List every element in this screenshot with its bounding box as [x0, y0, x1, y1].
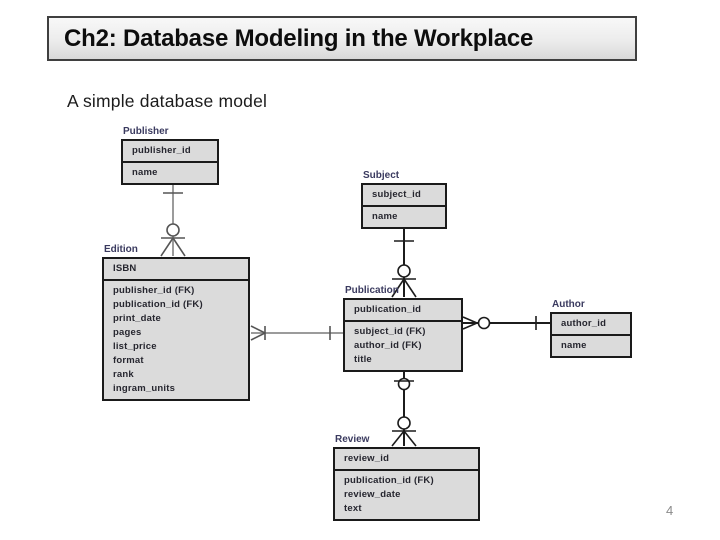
page-number: 4 — [666, 503, 674, 518]
entity-attribute: name — [372, 211, 398, 222]
attributes-section: name — [363, 207, 445, 227]
relationship-publication-review — [391, 372, 417, 447]
primary-key-section: publisher_id — [123, 141, 217, 163]
primary-key-section: subject_id — [363, 185, 445, 207]
slide-title: Ch2: Database Modeling in the Workplace — [64, 24, 534, 52]
pk-attribute: publisher_id — [132, 145, 191, 156]
primary-key-section: review_id — [335, 449, 478, 471]
primary-key-section: publication_id — [345, 300, 461, 322]
slide-subtitle: A simple database model — [67, 91, 268, 111]
entity-attribute: format — [113, 355, 144, 366]
entity-attribute: publication_id (FK) — [344, 475, 434, 486]
entity-attribute: ingram_units — [113, 383, 176, 394]
entity-review: Review review_id publication_id (FK) review… — [333, 434, 480, 521]
entity-title: Publisher — [123, 126, 169, 137]
pk-attribute: author_id — [561, 318, 607, 329]
primary-key-section: author_id — [552, 314, 630, 336]
pk-attribute: subject_id — [372, 189, 421, 200]
attributes-section: name — [552, 336, 630, 356]
entity-attribute: pages — [113, 327, 142, 338]
pk-attribute: ISBN — [113, 263, 137, 274]
entity-attribute: author_id (FK) — [354, 340, 422, 351]
entity-publication: Publication publication_id subject_id (FK)… — [343, 285, 463, 372]
entity-attribute: print_date — [113, 313, 161, 324]
entity-title: Subject — [363, 170, 400, 181]
attributes-section: subject_id (FK) author_id (FK) title — [345, 322, 461, 370]
entity-attribute: subject_id (FK) — [354, 326, 426, 337]
entity-attribute: review_date — [344, 489, 401, 500]
entity-title: Author — [552, 299, 585, 310]
entity-attribute: publisher_id (FK) — [113, 285, 195, 296]
entity-attribute: title — [354, 354, 372, 365]
relationship-publisher-edition — [160, 185, 186, 257]
entity-title: Review — [335, 434, 370, 445]
entity-attribute: name — [561, 340, 587, 351]
relationship-edition-publication — [250, 325, 343, 341]
entity-title: Edition — [104, 244, 138, 255]
relationship-publication-author — [462, 316, 550, 330]
attributes-section: name — [123, 163, 217, 183]
entity-attribute: rank — [113, 369, 134, 380]
primary-key-section: ISBN — [104, 259, 248, 281]
slide-title-box: Ch2: Database Modeling in the Workplace — [47, 16, 637, 61]
entity-title: Publication — [345, 285, 399, 296]
entity-attribute: publication_id (FK) — [113, 299, 203, 310]
entity-attribute: name — [132, 167, 158, 178]
attributes-section: publisher_id (FK) publication_id (FK) prin… — [104, 281, 248, 399]
entity-attribute: list_price — [113, 341, 157, 352]
pk-attribute: publication_id — [354, 304, 422, 315]
pk-attribute: review_id — [344, 453, 390, 464]
entity-attribute: text — [344, 503, 362, 514]
